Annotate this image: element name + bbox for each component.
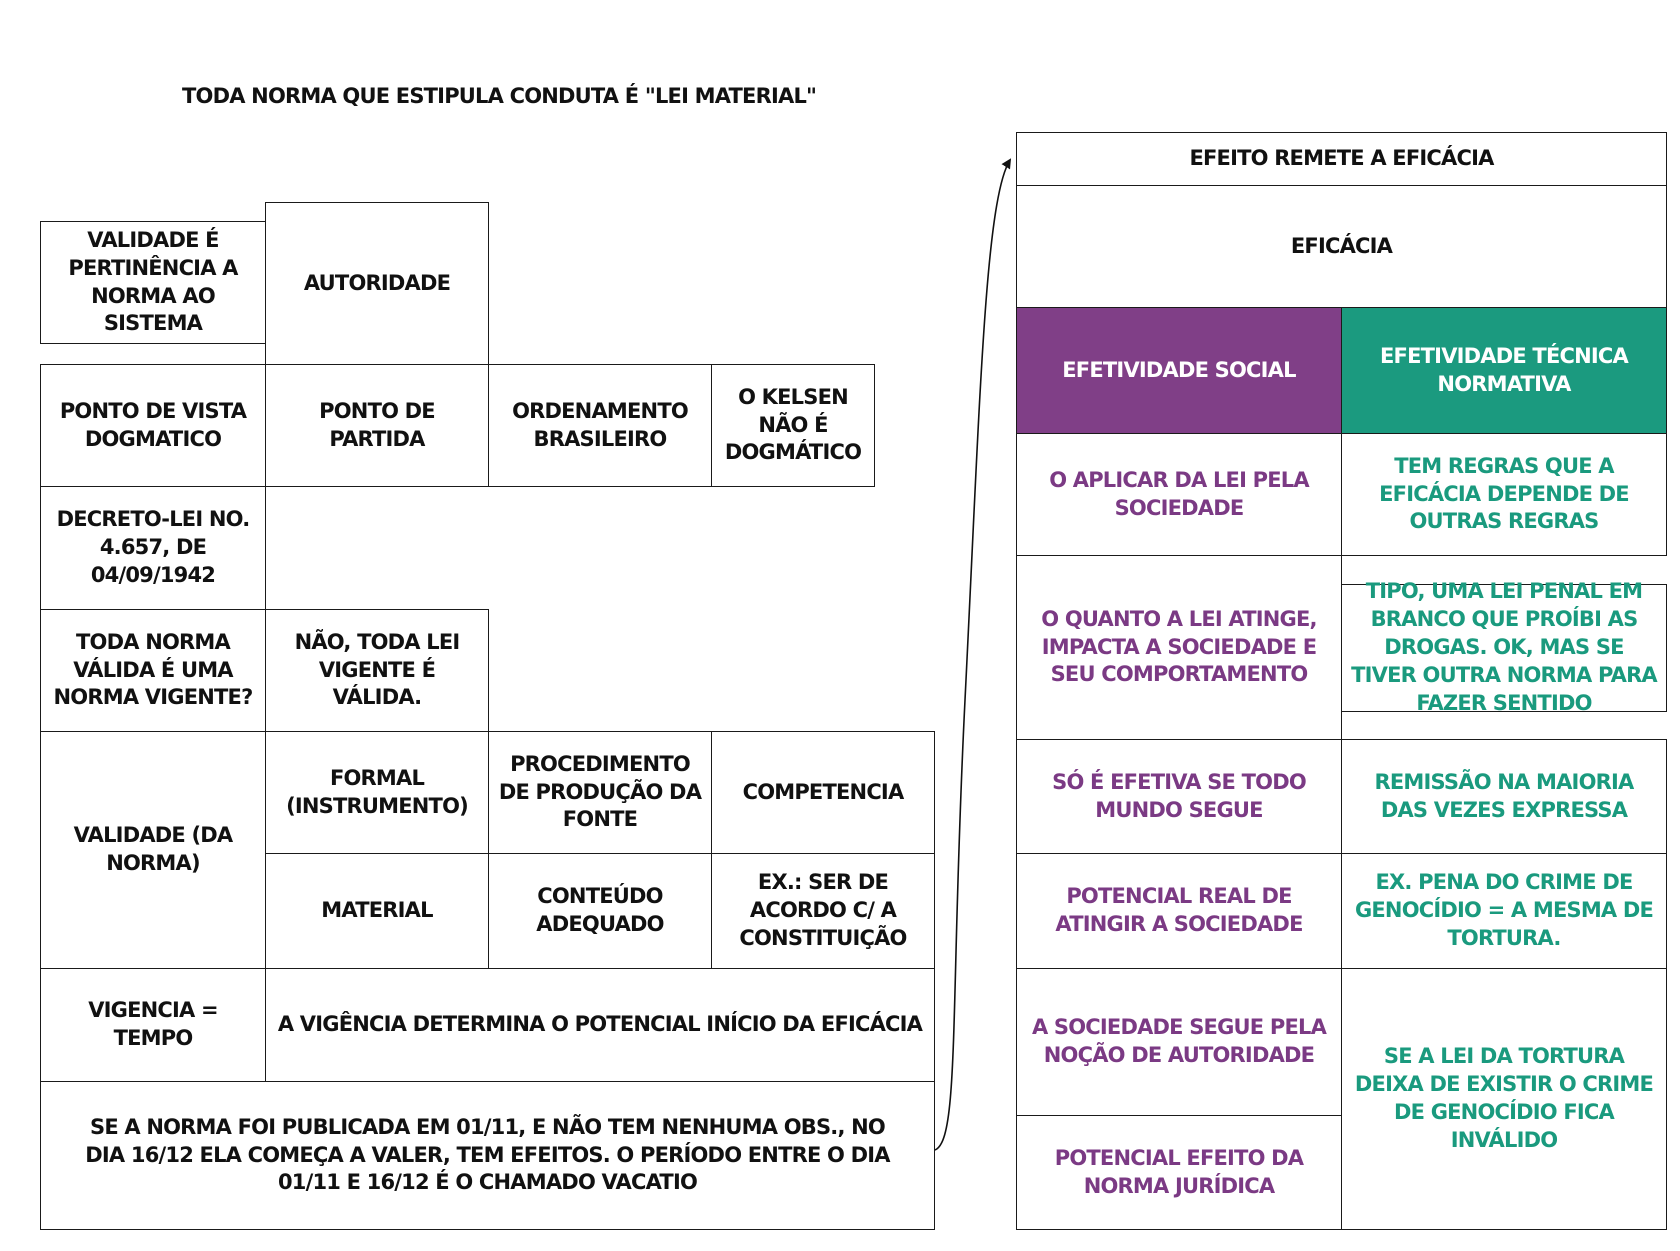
tecnica-item: EX. PENA DO CRIME DE GENOCÍDIO = A MESMA… bbox=[1341, 853, 1667, 969]
tecnica-item: SE A LEI DA TORTURA DEIXA DE EXISTIR O C… bbox=[1341, 968, 1667, 1230]
efeito-node: EFEITO REMETE A EFICÁCIA bbox=[1016, 132, 1667, 186]
decreto-node: DECRETO-LEI NO. 4.657, DE 04/09/1942 bbox=[40, 486, 266, 610]
social-item: O QUANTO A LEI ATINGE, IMPACTA A SOCIEDA… bbox=[1016, 555, 1342, 740]
material-node: MATERIAL bbox=[265, 853, 489, 969]
ordenamento-node: ORDENAMENTO BRASILEIRO bbox=[488, 364, 712, 487]
social-item: A SOCIEDADE SEGUE PELA NOÇÃO DE AUTORIDA… bbox=[1016, 968, 1342, 1116]
tecnica-item: TIPO, UMA LEI PENAL EM BRANCO QUE PROÍBI… bbox=[1341, 579, 1667, 715]
tecnica-item: TEM REGRAS QUE A EFICÁCIA DEPENDE DE OUT… bbox=[1341, 433, 1667, 556]
pergunta-vigente-node: TODA NORMA VÁLIDA É UMA NORMA VIGENTE? bbox=[40, 609, 266, 732]
social-item: POTENCIAL REAL DE ATINGIR A SOCIEDADE bbox=[1016, 853, 1342, 969]
procedimento-node: PROCEDIMENTO DE PRODUÇÃO DA FONTE bbox=[488, 731, 712, 854]
formal-node: FORMAL (INSTRUMENTO) bbox=[265, 731, 489, 854]
tecnica-item: REMISSÃO NA MAIORIA DAS VEZES EXPRESSA bbox=[1341, 739, 1667, 854]
social-item: O APLICAR DA LEI PELA SOCIEDADE bbox=[1016, 433, 1342, 556]
competencia-node: COMPETENCIA bbox=[711, 731, 935, 854]
social-item: SÓ É EFETIVA SE TODO MUNDO SEGUE bbox=[1016, 739, 1342, 854]
autoridade-node: AUTORIDADE bbox=[265, 202, 489, 365]
conteudo-node: CONTEÚDO ADEQUADO bbox=[488, 853, 712, 969]
exemplo-constituicao-node: EX.: SER DE ACORDO C/ A CONSTITUIÇÃO bbox=[711, 853, 935, 969]
validade-pertinencia-node: VALIDADE É PERTINÊNCIA A NORMA AO SISTEM… bbox=[40, 221, 266, 344]
kelsen-node: O KELSEN NÃO É DOGMÁTICO bbox=[711, 364, 875, 487]
eficacia-node: EFICÁCIA bbox=[1016, 185, 1667, 308]
validade-norma-node: VALIDADE (DA NORMA) bbox=[40, 731, 266, 969]
efetividade-social-header: EFETIVIDADE SOCIAL bbox=[1016, 307, 1342, 434]
resposta-vigente-node: NÃO, TODA LEI VIGENTE É VÁLIDA. bbox=[265, 609, 489, 732]
social-item: POTENCIAL EFEITO DA NORMA JURÍDICA bbox=[1016, 1115, 1342, 1230]
vigencia-tempo-node: VIGENCIA = TEMPO bbox=[40, 968, 266, 1082]
efetividade-tecnica-header: EFETIVIDADE TÉCNICA NORMATIVA bbox=[1341, 307, 1667, 434]
page-title: TODA NORMA QUE ESTIPULA CONDUTA É "LEI M… bbox=[182, 84, 817, 108]
ponto-de-partida-node: PONTO DE PARTIDA bbox=[265, 364, 489, 487]
vacatio-node: SE A NORMA FOI PUBLICADA EM 01/11, E NÃO… bbox=[40, 1081, 935, 1230]
